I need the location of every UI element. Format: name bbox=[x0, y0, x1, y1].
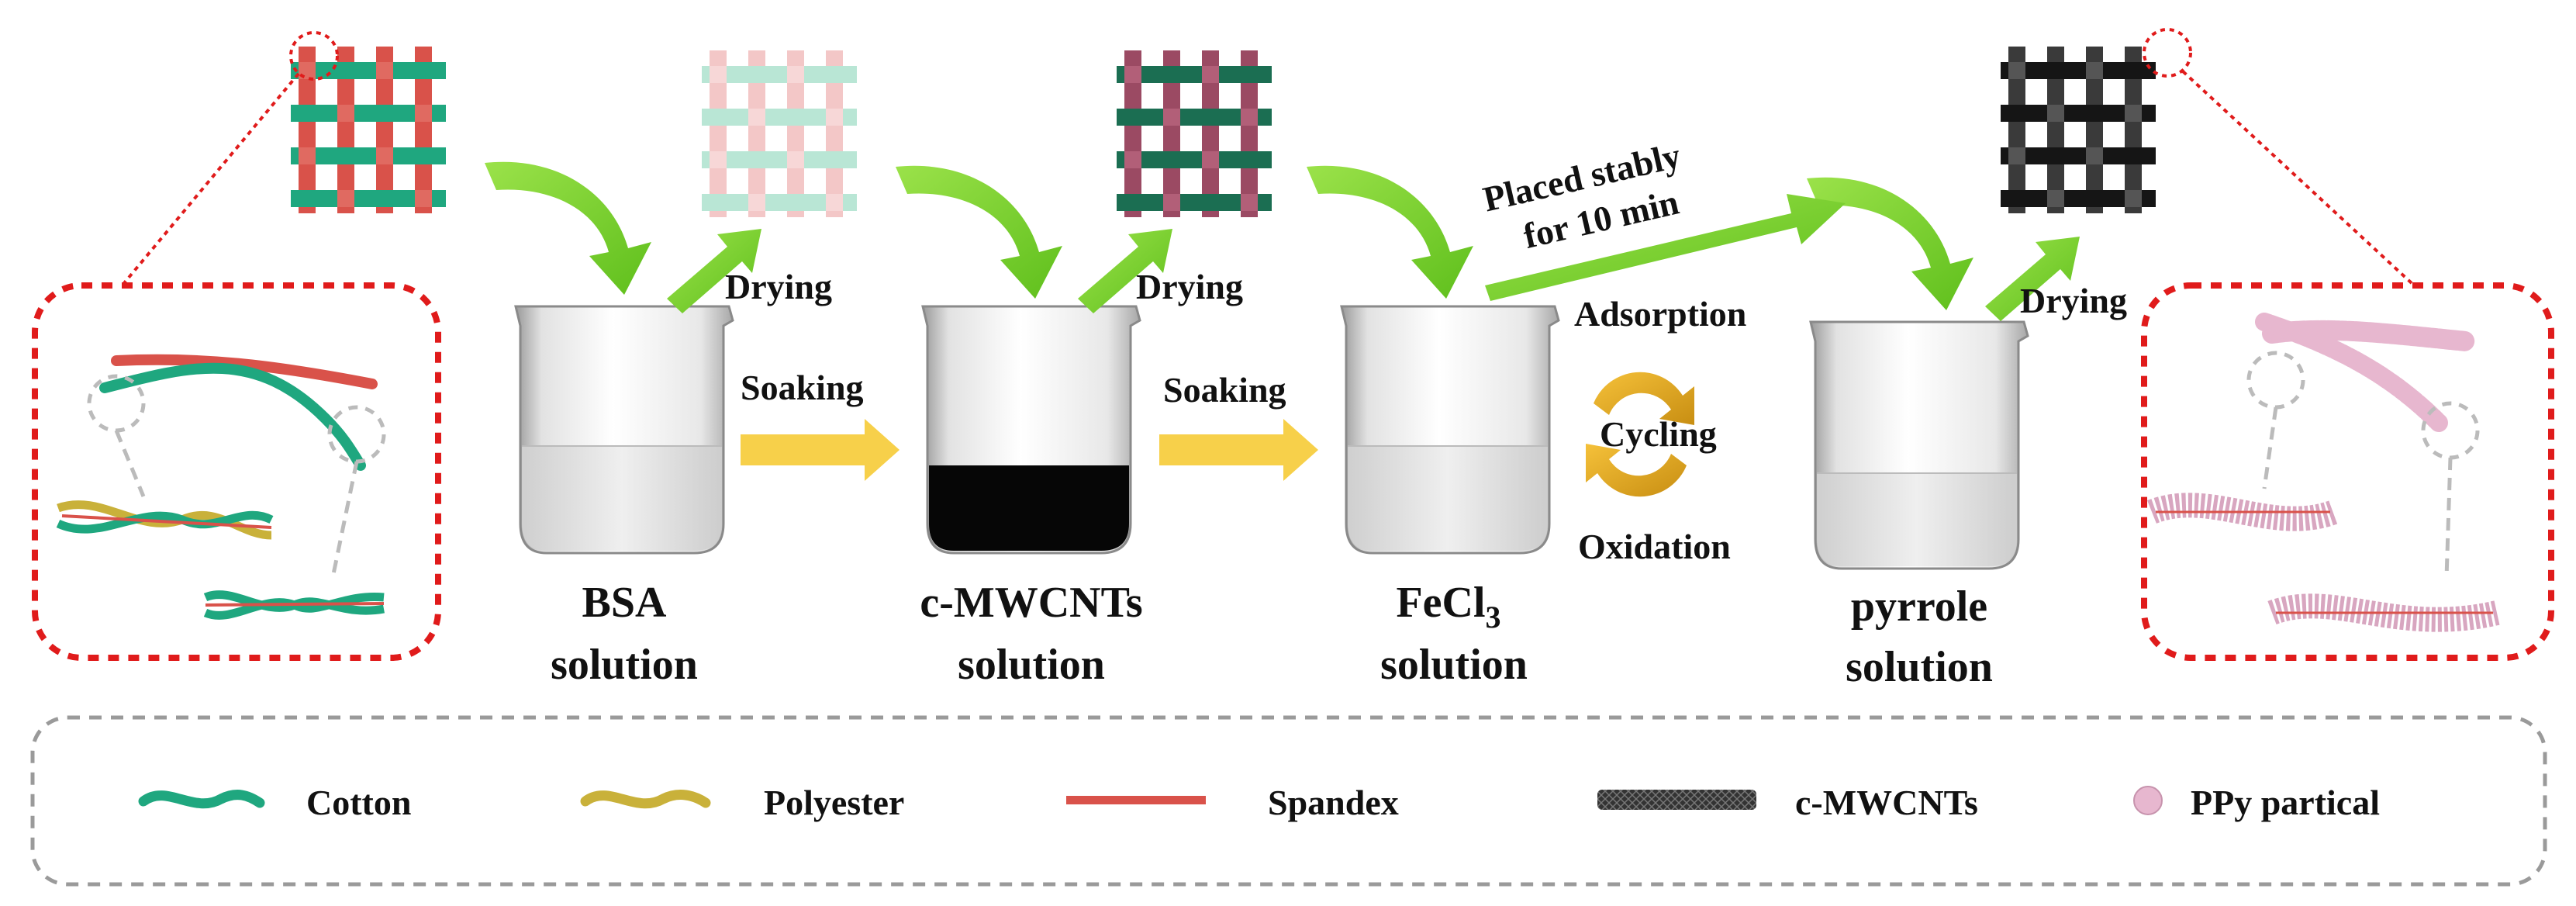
fabric-swatch-ppy bbox=[2001, 47, 2156, 213]
legend: Cotton Polyester Spandex c-MWCNTs PPy pa… bbox=[30, 715, 2547, 887]
polyester-yarn-icon bbox=[580, 790, 711, 809]
legend-label-polyester: Polyester bbox=[764, 783, 904, 822]
fabric-swatch-bsa bbox=[702, 50, 857, 217]
inset-raw-yarns bbox=[32, 282, 441, 661]
beaker-pyrrole bbox=[1809, 320, 2029, 570]
drying-label-3: Drying bbox=[2020, 281, 2127, 320]
drying-label-2: Drying bbox=[1136, 267, 1243, 306]
step-1-label-line2: solution bbox=[551, 641, 698, 689]
step-4-label-line1: pyrrole bbox=[1851, 583, 1987, 631]
drying-label-1: Drying bbox=[725, 267, 832, 306]
adsorption-label: Adsorption bbox=[1574, 294, 1746, 334]
inset-coated-yarns bbox=[2141, 282, 2554, 661]
zoom-indicators bbox=[123, 28, 2413, 285]
fabric-swatch-cnt bbox=[1117, 50, 1272, 217]
step-3-label-line2: solution bbox=[1380, 641, 1528, 689]
soaking-arrows bbox=[741, 419, 1318, 481]
cotton-yarn-icon bbox=[138, 790, 265, 809]
step-3-label-line1: FeCl3 bbox=[1396, 579, 1500, 635]
step-4-label-line2: solution bbox=[1846, 643, 1993, 691]
cycling-label: Cycling bbox=[1600, 414, 1717, 454]
soaking-label-2: Soaking bbox=[1163, 370, 1286, 410]
legend-label-cotton: Cotton bbox=[306, 783, 411, 822]
step-2-label-line2: solution bbox=[958, 641, 1105, 689]
placed-stably-arrow bbox=[1485, 194, 1846, 301]
spandex-yarn-icon bbox=[1066, 796, 1206, 804]
legend-label-cnt: c-MWCNTs bbox=[1795, 783, 1978, 822]
step-1-label-line1: BSA bbox=[582, 579, 667, 627]
beaker-bsa bbox=[514, 305, 734, 555]
drying-arrows bbox=[667, 229, 2080, 321]
legend-item-polyester: Polyester bbox=[580, 783, 904, 822]
soaking-label-1: Soaking bbox=[741, 368, 864, 407]
curved-arrows bbox=[485, 161, 1973, 310]
step-2-label-line1: c-MWCNTs bbox=[920, 579, 1142, 627]
cycling-arrows-icon bbox=[1586, 372, 1694, 497]
legend-label-spandex: Spandex bbox=[1268, 783, 1399, 822]
legend-item-cnt: c-MWCNTs bbox=[1597, 783, 1978, 822]
legend-item-cotton: Cotton bbox=[138, 783, 411, 822]
oxidation-label: Oxidation bbox=[1578, 527, 1731, 566]
ppy-particle-icon bbox=[2133, 786, 2163, 815]
legend-item-ppy: PPy partical bbox=[2133, 783, 2380, 822]
beaker-fecl3 bbox=[1340, 305, 1560, 555]
legend-label-ppy: PPy partical bbox=[2191, 783, 2380, 822]
carbon-nanotube-icon bbox=[1597, 790, 1756, 810]
beaker-cnt bbox=[921, 305, 1141, 555]
legend-item-spandex: Spandex bbox=[1066, 783, 1399, 822]
fabric-swatch-raw bbox=[291, 47, 446, 213]
